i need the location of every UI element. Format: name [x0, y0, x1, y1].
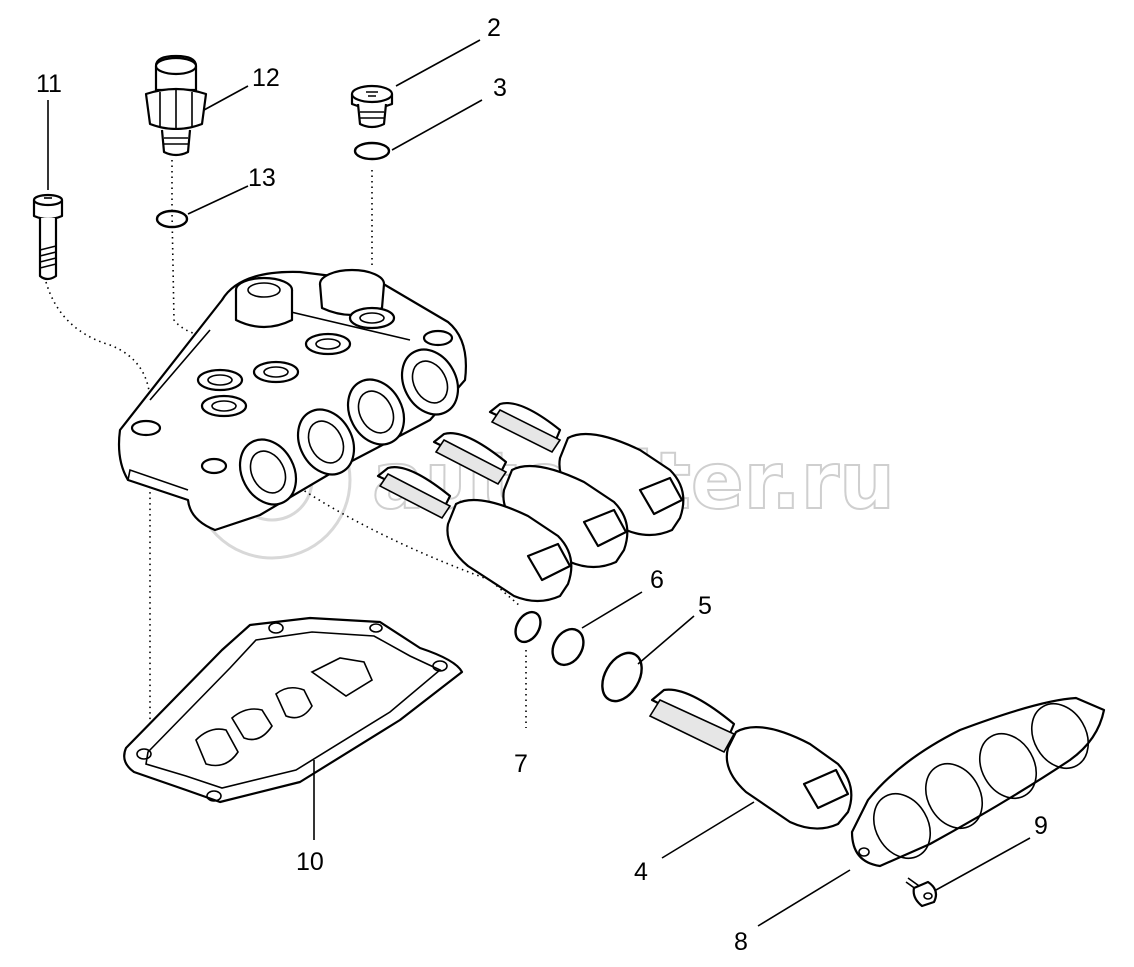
callout-7: 7 — [514, 750, 528, 778]
callout-8: 8 — [734, 928, 748, 956]
o-ring-part-13 — [155, 209, 189, 229]
callout-labels: 2 3 4 5 6 7 8 9 10 11 12 13 — [36, 14, 1048, 956]
callout-10: 10 — [296, 848, 324, 876]
o-ring-part-5 — [601, 651, 643, 703]
solenoid-valve-part-4 — [648, 688, 853, 830]
callout-3: 3 — [493, 74, 507, 102]
gasket-plate-part-8 — [850, 696, 1106, 868]
callout-6: 6 — [650, 566, 664, 594]
solenoid-valve-installed-3 — [376, 466, 573, 603]
callout-4: 4 — [634, 858, 648, 886]
cap-screw-part-11 — [32, 193, 64, 281]
solenoid-valve-installed-2 — [432, 432, 629, 569]
screw-part-9 — [905, 877, 938, 908]
callout-13: 13 — [248, 164, 276, 192]
o-ring-part-6 — [551, 627, 585, 667]
solenoid-valve-installed-1 — [488, 402, 685, 537]
callout-9: 9 — [1034, 812, 1048, 840]
callout-11: 11 — [36, 70, 62, 98]
o-ring-part-3 — [353, 141, 391, 161]
leader-lines — [47, 39, 1031, 927]
o-ring-part-7 — [514, 610, 542, 644]
callout-12: 12 — [252, 64, 280, 92]
callout-5: 5 — [698, 592, 712, 620]
callout-2: 2 — [487, 14, 501, 42]
pressure-sensor-part-12 — [144, 54, 208, 157]
valve-body-housing — [117, 268, 467, 532]
plug-part-2 — [350, 84, 394, 129]
gasket-part-10 — [123, 616, 464, 804]
